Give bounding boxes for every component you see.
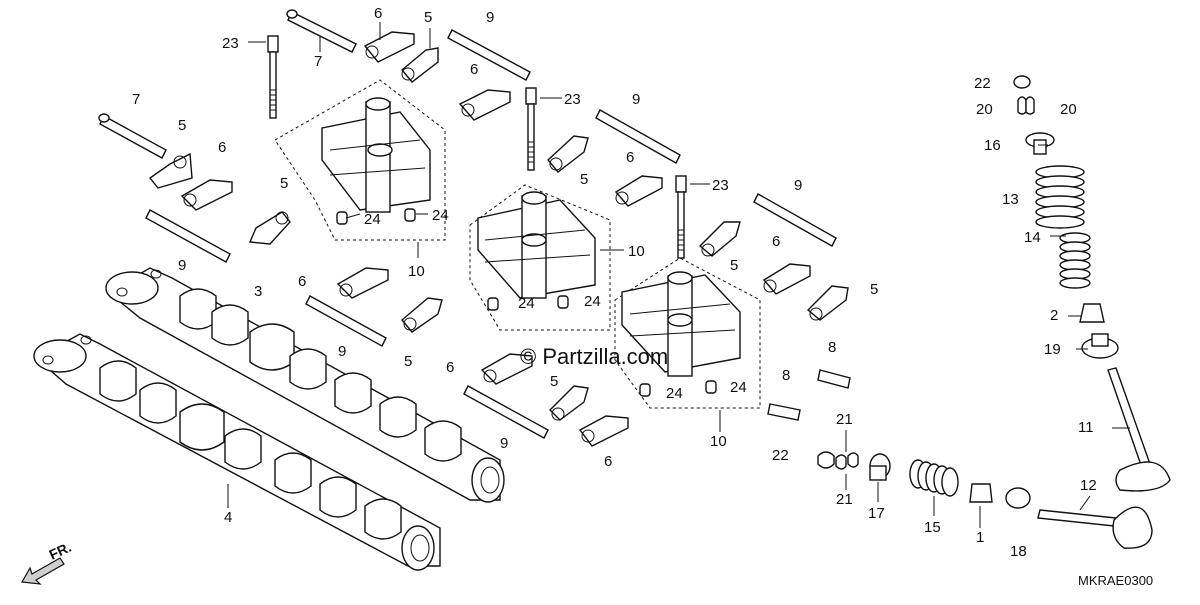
camshaft-4[interactable] [33,333,441,571]
callout-5-h[interactable]: 5 [550,373,558,390]
callout-10-c[interactable]: 10 [710,433,727,450]
callout-5-d[interactable]: 5 [280,175,288,192]
callouts: 23 7 6 5 9 6 23 9 7 5 6 5 5 6 23 9 24 24… [132,5,1097,560]
callout-8-a[interactable]: 8 [828,339,836,356]
callout-14[interactable]: 14 [1024,229,1041,246]
callout-15[interactable]: 15 [924,519,941,536]
callout-24-c[interactable]: 24 [518,295,535,312]
camshaft-3[interactable] [105,267,505,503]
callout-24-e[interactable]: 24 [666,385,683,402]
rocker-arms[interactable] [148,31,849,447]
callout-10-b[interactable]: 10 [408,263,425,280]
callout-5-e[interactable]: 5 [730,257,738,274]
callout-23-a[interactable]: 23 [222,35,239,52]
callout-6-e[interactable]: 6 [298,273,306,290]
callout-3[interactable]: 3 [254,283,262,300]
valve-train-exhaust[interactable] [767,369,1153,549]
diagram-code: MKRAE0300 [1078,573,1153,588]
callout-6-h[interactable]: 6 [604,453,612,470]
callout-9-d[interactable]: 9 [178,257,186,274]
callout-16[interactable]: 16 [984,137,1001,154]
callout-7-b[interactable]: 7 [132,91,140,108]
callout-12[interactable]: 12 [1080,477,1097,494]
callout-8-b[interactable]: 8 [782,367,790,384]
callout-7-a[interactable]: 7 [314,53,322,70]
callout-24-f[interactable]: 24 [730,379,747,396]
callout-24-b[interactable]: 24 [432,207,449,224]
spring-15 [909,459,959,497]
callout-22-b[interactable]: 22 [772,447,789,464]
callout-6-a[interactable]: 6 [374,5,382,22]
callout-6-f[interactable]: 6 [772,233,780,250]
front-label: FR. [47,539,74,563]
callout-6-c[interactable]: 6 [218,139,226,156]
callout-9-a[interactable]: 9 [486,9,494,26]
callout-24-a[interactable]: 24 [364,211,381,228]
front-arrow-icon: FR. [21,539,74,585]
callout-5-a[interactable]: 5 [424,9,432,26]
callout-9-b[interactable]: 9 [632,91,640,108]
callout-9-c[interactable]: 9 [794,177,802,194]
callout-17[interactable]: 17 [868,505,885,522]
callout-6-b[interactable]: 6 [470,61,478,78]
callout-9-e[interactable]: 9 [338,343,346,360]
spring-14 [1059,232,1091,289]
callout-5-g[interactable]: 5 [404,353,412,370]
shafts[interactable] [98,9,837,439]
rocker-holder-top[interactable] [274,79,446,241]
rocker-holder-bottom[interactable] [614,257,761,409]
leader-lines [227,22,1130,528]
watermark-text: © Partzilla.com [520,344,668,369]
callout-9-f[interactable]: 9 [500,435,508,452]
valve-train-intake[interactable] [1013,75,1171,492]
callout-5-f[interactable]: 5 [870,281,878,298]
callout-21-b[interactable]: 21 [836,491,853,508]
callout-10-a[interactable]: 10 [628,243,645,260]
callout-19[interactable]: 19 [1044,341,1061,358]
callout-22-a[interactable]: 22 [974,75,991,92]
callout-5-b[interactable]: 5 [178,117,186,134]
callout-23-c[interactable]: 23 [712,177,729,194]
callout-20-a[interactable]: 20 [976,101,993,118]
callout-6-d[interactable]: 6 [626,149,634,166]
callout-11[interactable]: 11 [1078,419,1094,436]
callout-21-a[interactable]: 21 [836,411,853,428]
callout-2[interactable]: 2 [1050,307,1058,324]
spring-13 [1035,165,1085,229]
callout-20-b[interactable]: 20 [1060,101,1077,118]
bolts-23[interactable] [267,35,687,259]
callout-18[interactable]: 18 [1010,543,1027,560]
rocker-holder-middle[interactable] [469,184,611,331]
callout-24-d[interactable]: 24 [584,293,601,310]
dowel-pins[interactable] [336,208,717,397]
callout-1[interactable]: 1 [976,529,984,546]
callout-6-g[interactable]: 6 [446,359,454,376]
callout-13[interactable]: 13 [1002,191,1019,208]
callout-4[interactable]: 4 [224,509,232,526]
callout-5-c[interactable]: 5 [580,171,588,188]
callout-23-b[interactable]: 23 [564,91,581,108]
